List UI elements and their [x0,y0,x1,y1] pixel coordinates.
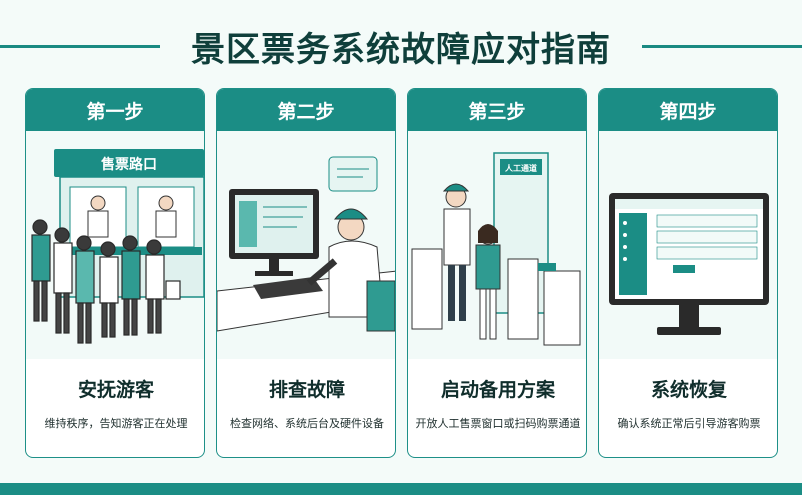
step-card-1: 第一步 售票路口 [25,88,205,458]
step-2-desc: 检查网络、系统后台及硬件设备 [230,417,384,430]
title-row: 景区票务系统故障应对指南 [0,18,802,74]
ticket-booth-sign: 售票路口 [100,156,157,173]
step-3-label: 第三步 [408,89,586,131]
step-3-illustration-gate: 人工通道 [408,131,586,359]
title-divider-right [642,45,802,48]
page-title: 景区票务系统故障应对指南 [191,29,611,70]
step-2-label: 第二步 [217,89,395,131]
step-1-illustration-queue: 售票路口 [26,131,204,359]
step-4-illustration-system-monitor [599,131,777,359]
step-1-title: 安抚游客 [77,379,154,401]
step-4-title: 系统恢复 [650,379,727,401]
step-3-title: 启动备用方案 [440,379,555,401]
footer-bar [0,483,802,495]
step-4-desc: 确认系统正常后引导游客购票 [617,417,761,430]
step-4-label: 第四步 [599,89,777,131]
step-card-4: 第四步 系统恢复 确认系统正常后引导游客购票 [598,88,778,458]
step-1-desc: 维持秩序，告知游客正在处理 [44,417,188,430]
step-card-2: 第二步 排查故障 检查网络、系统后台及硬件设备 [216,88,396,458]
step-2-illustration-troubleshoot [217,131,395,359]
manual-lane-sign: 人工通道 [505,163,537,173]
step-2-title: 排查故障 [268,379,345,401]
step-card-3: 第三步 人工通道 启动备用方案 开放人工售票窗口或扫码购票通道 [407,88,587,458]
step-3-desc: 开放人工售票窗口或扫码购票通道 [415,417,581,430]
title-divider-left [0,45,160,48]
step-1-label: 第一步 [26,89,204,131]
